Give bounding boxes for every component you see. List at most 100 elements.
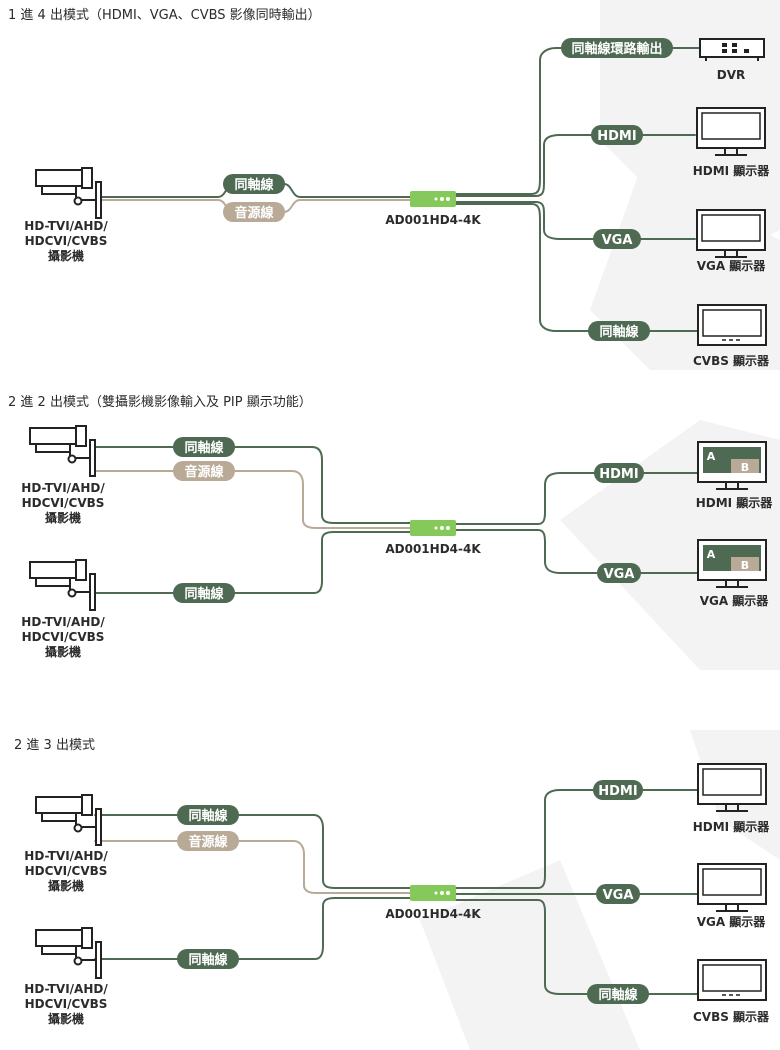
vga-pill: VGA <box>593 229 641 249</box>
monitor-icon <box>697 304 767 346</box>
monitor-stand <box>716 904 748 912</box>
pill-label: 同軸線 <box>598 987 638 1003</box>
camera-hood <box>75 559 87 581</box>
pill-label: 同軸線 <box>188 952 228 968</box>
monitor-icon <box>697 763 767 812</box>
camera-body <box>35 929 83 947</box>
audio-cable-line <box>94 840 411 894</box>
pill-label: 同軸線 <box>234 177 274 193</box>
pill-background <box>177 805 239 825</box>
pill-label: HDMI <box>599 467 638 482</box>
pill-background <box>596 884 640 904</box>
camera-label-line: 攝影機 <box>45 644 81 659</box>
pill-background <box>561 38 673 58</box>
watermark-shape <box>420 860 640 1050</box>
device-led <box>440 526 444 530</box>
device-led <box>434 891 438 895</box>
monitor-screen <box>701 214 761 242</box>
device-led <box>440 891 444 895</box>
display-label: HDMI 顯示器 <box>696 496 774 510</box>
section-title: 2 進 3 出模式 <box>14 738 95 753</box>
camera-label-line: 攝影機 <box>48 1011 84 1026</box>
monitor-stand <box>716 804 748 812</box>
monitor-screen <box>701 112 761 140</box>
dvr-body <box>699 38 765 58</box>
camera-base <box>41 185 77 195</box>
pip-window <box>731 459 759 473</box>
pill-background <box>588 321 650 341</box>
pip-window <box>731 557 759 571</box>
monitor-stand <box>716 580 748 588</box>
display-label: HDMI 顯示器 <box>693 164 771 178</box>
monitor-icon <box>697 863 767 912</box>
coax-pill: 同軸線 <box>173 583 235 603</box>
cvbs-cable-line <box>455 899 698 995</box>
pill-background <box>223 202 285 222</box>
coax-cable-line <box>94 446 411 524</box>
camera-icon <box>35 167 102 219</box>
camera-joint <box>73 196 83 206</box>
coax-pill: 同軸線 <box>223 174 285 194</box>
camera-label-line: HDCVI/CVBS <box>25 234 108 248</box>
coax-cable-line <box>94 531 411 594</box>
camera-label-line: HD-TVI/AHD/ <box>24 219 108 233</box>
pill-label: 同軸線 <box>599 324 639 340</box>
pip-label-b: B <box>741 461 749 474</box>
pip-label-a: A <box>707 548 716 561</box>
device-body <box>410 191 456 207</box>
vga-pill: VGA <box>596 884 640 904</box>
pill-background <box>597 563 641 583</box>
section-title: 2 進 2 出模式（雙攝影機影像輸入及 PIP 顯示功能） <box>8 394 312 410</box>
converter-device <box>410 520 456 536</box>
camera-base <box>41 812 77 822</box>
pill-background <box>223 174 285 194</box>
device-led <box>446 526 450 530</box>
pill-background <box>173 583 235 603</box>
loop-cable-line <box>455 47 701 195</box>
hdmi-pill: HDMI <box>593 780 643 800</box>
camera-hood <box>81 794 93 816</box>
camera-label-line: HDCVI/CVBS <box>25 997 108 1011</box>
hdmi-cable-line <box>455 134 696 197</box>
coax-pill: 同軸線 <box>587 984 649 1004</box>
pip-label-b: B <box>741 559 749 572</box>
camera-label-line: HD-TVI/AHD/ <box>24 849 108 863</box>
pill-label: 同軸線 <box>184 586 224 602</box>
pip-monitor-icon <box>697 441 767 490</box>
audio-cable-line <box>94 470 411 529</box>
coax-pill: 同軸線 <box>177 949 239 969</box>
hdmi-pill: HDMI <box>591 125 643 145</box>
coax-pill: 同軸線 <box>588 321 650 341</box>
pill-label: 音源線 <box>184 464 224 480</box>
monitor-stand <box>715 148 747 156</box>
coax-cable-line <box>94 897 411 960</box>
monitor-screen <box>702 964 762 992</box>
camera-label-line: 攝影機 <box>48 248 84 263</box>
pill-label: VGA <box>604 567 635 582</box>
device-body <box>410 885 456 901</box>
converter-device <box>410 885 456 901</box>
dvr-icon <box>699 38 765 61</box>
camera-joint <box>73 823 83 833</box>
audio-pill: 音源線 <box>223 202 285 222</box>
camera-joint <box>67 588 77 598</box>
pill-label: HDMI <box>598 784 637 799</box>
device-name: AD001HD4-4K <box>385 213 481 227</box>
pill-label: VGA <box>603 888 634 903</box>
loop-pill: 同軸線環路輸出 <box>561 38 673 58</box>
camera-label-line: HD-TVI/AHD/ <box>24 982 108 996</box>
camera-base <box>35 443 71 453</box>
camera-mount <box>95 808 102 846</box>
converter-device <box>410 191 456 207</box>
camera-label-line: HDCVI/CVBS <box>22 496 105 510</box>
camera-hood <box>75 425 87 447</box>
device-led <box>446 891 450 895</box>
pill-label: 同軸線 <box>188 808 228 824</box>
pill-background <box>177 831 239 851</box>
monitor-icon <box>696 209 766 258</box>
pill-background <box>177 949 239 969</box>
device-led <box>434 526 438 530</box>
device-name: AD001HD4-4K <box>385 907 481 921</box>
camera-mount <box>89 439 96 477</box>
camera-label-line: 攝影機 <box>45 510 81 525</box>
